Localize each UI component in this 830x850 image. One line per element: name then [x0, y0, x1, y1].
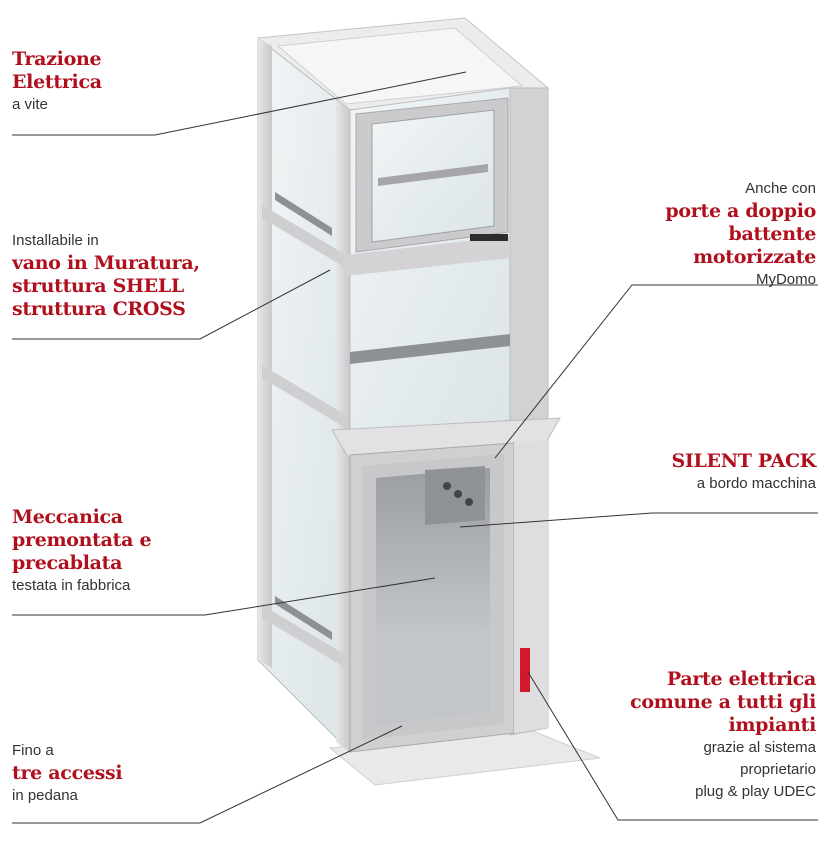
shaft-top — [256, 17, 550, 111]
parte-sub-2: proprietario — [740, 761, 816, 778]
parte-sub-1: grazie al sistema — [703, 739, 816, 756]
callout-silent: SILENT PACK a bordo macchina — [671, 450, 816, 495]
trazione-title-1: Trazione — [12, 48, 102, 70]
parte-title-3: impianti — [728, 714, 816, 736]
porte-sub: MyDomo — [755, 271, 816, 288]
callout-trazione: Trazione Elettrica a vite — [12, 48, 102, 116]
porte-title-1: porte a doppio — [665, 200, 816, 222]
installabile-title-2: struttura SHELL — [12, 275, 184, 297]
installabile-pre: Installabile in — [12, 232, 99, 249]
trazione-title-2: Elettrica — [12, 71, 102, 93]
lower-cabin — [349, 442, 515, 753]
callout-meccanica: Meccanica premontata e precablata testat… — [12, 506, 152, 597]
electric-control-red — [520, 648, 530, 692]
porte-title-3: motorizzate — [693, 246, 816, 268]
leader-lines — [12, 71, 818, 824]
trazione-sub: a vite — [12, 96, 48, 113]
parte-title-2: comune a tutti gli — [630, 691, 816, 713]
meccanica-title-2: premontata e — [12, 529, 152, 551]
meccanica-sub: testata in fabbrica — [12, 577, 131, 594]
meccanica-title-1: Meccanica — [12, 506, 123, 528]
callout-porte: Anche con porte a doppio battente motori… — [665, 178, 816, 291]
porte-pre: Anche con — [745, 180, 816, 197]
callout-fino: Fino a tre accessi in pedana — [12, 740, 123, 807]
side-control-panel — [514, 440, 548, 733]
silent-title: SILENT PACK — [671, 450, 816, 472]
shaft-left-side — [257, 36, 351, 754]
callout-installabile: Installabile in vano in Muratura, strutt… — [12, 230, 200, 321]
parte-title-1: Parte elettrica — [666, 668, 816, 690]
upper-landing-door — [355, 97, 509, 253]
meccanica-title-3: precablata — [12, 552, 123, 574]
silent-sub: a bordo macchina — [696, 475, 816, 492]
fino-title: tre accessi — [12, 762, 123, 784]
fino-pre: Fino a — [12, 742, 54, 759]
fino-sub: in pedana — [12, 787, 78, 804]
parte-sub-3: plug & play UDEC — [695, 783, 816, 800]
installabile-title-1: vano in Muratura, — [12, 252, 200, 274]
porte-title-2: battente — [728, 223, 816, 245]
callout-parte: Parte elettrica comune a tutti gli impia… — [630, 668, 816, 803]
installabile-title-3: struttura CROSS — [12, 298, 186, 320]
